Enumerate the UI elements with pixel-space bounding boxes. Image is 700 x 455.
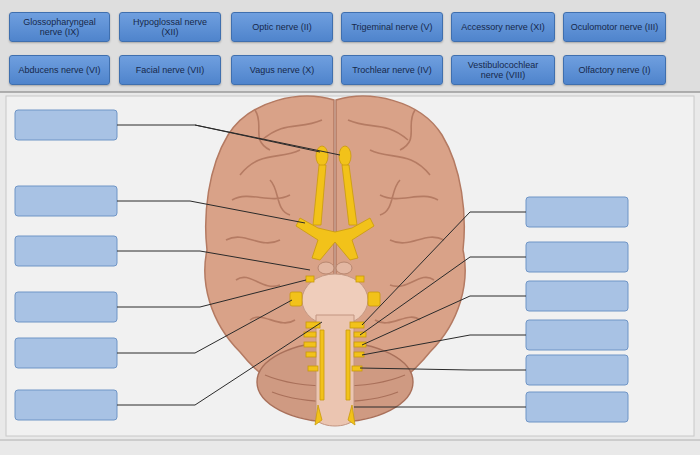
answer-chip: Glossopharyngeal nerve (IX): [9, 12, 110, 42]
nerve-name: Accessory nerve (XI): [461, 22, 545, 32]
nerve-name: Glossopharyngeal nerve (IX): [14, 17, 105, 37]
nerve-name: Olfactory nerve (I): [578, 65, 650, 75]
nerve-name: Hypoglossal nerve (XII): [124, 17, 216, 37]
nerve-name: Vestibulocochlear nerve (VIII): [456, 60, 550, 80]
answer-chip: Hypoglossal nerve (XII): [119, 12, 221, 42]
answer-chip: Facial nerve (VII): [119, 55, 221, 85]
answer-chip: Olfactory nerve (I): [563, 55, 666, 85]
answer-chip: Optic nerve (II): [231, 12, 333, 42]
nerve-name: Optic nerve (II): [252, 22, 312, 32]
nerve-name: Vagus nerve (X): [250, 65, 314, 75]
answer-chip: Trigeminal nerve (V): [341, 12, 443, 42]
nerve-name: Facial nerve (VII): [136, 65, 205, 75]
answer-chip: Vestibulocochlear nerve (VIII): [451, 55, 555, 85]
answer-chip: Accessory nerve (XI): [451, 12, 555, 42]
nerve-name: Trigeminal nerve (V): [351, 22, 432, 32]
answer-chip: Abducens nerve (VI): [9, 55, 110, 85]
nerve-name: Oculomotor nerve (III): [571, 22, 659, 32]
nerve-name: Abducens nerve (VI): [18, 65, 100, 75]
answer-chip: Oculomotor nerve (III): [563, 12, 666, 42]
nerve-name: Trochlear nerve (IV): [352, 65, 432, 75]
answer-chip: Vagus nerve (X): [231, 55, 333, 85]
answer-chip: Trochlear nerve (IV): [341, 55, 443, 85]
